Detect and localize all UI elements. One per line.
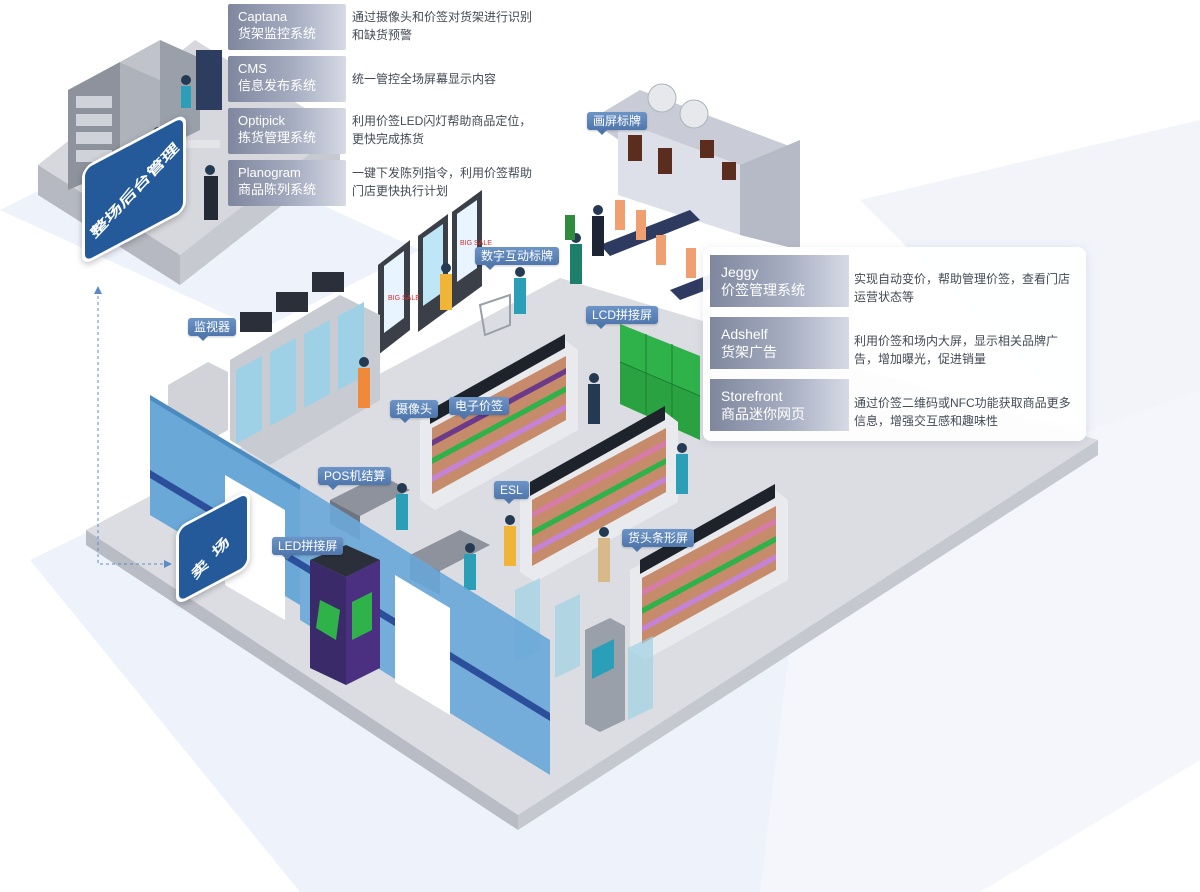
system-item-optipick: Optipick 拣货管理系统 利用价签LED闪灯帮助商品定位，更快完成拣货 (228, 108, 538, 154)
system-tag: Adshelf 货架广告 (710, 317, 849, 369)
callout-esl-short: ESL (494, 481, 529, 504)
callout-monitor: 监视器 (188, 318, 237, 341)
led-pillar-screen (310, 545, 380, 685)
system-name-cn: 商品陈列系统 (238, 182, 317, 197)
system-tag: Storefront 商品迷你网页 (710, 379, 849, 431)
system-name-cn: 商品迷你网页 (721, 406, 805, 422)
shelf-unit (630, 484, 788, 660)
system-name-en: Planogram (238, 165, 301, 180)
big-sale-sign-text: BIG SALE (388, 295, 420, 302)
shelf-unit (520, 406, 678, 582)
system-description: 实现自动变价，帮助管理价签，查看门店运营状态等 (854, 272, 1071, 304)
system-description: 利用价签和场内大屏，显示相关品牌广告，增加曝光，促进销量 (854, 334, 1059, 366)
callout-lcd-wall: LCD拼接屏 (586, 306, 659, 329)
callout-esl: 电子价签 (449, 397, 510, 420)
system-item-jeggy: Jeggy 价签管理系统 实现自动变价，帮助管理价签，查看门店运营状态等 (703, 255, 1086, 307)
system-item-adshelf: Adshelf 货架广告 利用价签和场内大屏，显示相关品牌广告，增加曝光，促进销… (703, 317, 1086, 369)
system-item-cms: CMS 信息发布系统 统一管控全场屏幕显示内容 (228, 56, 538, 102)
system-description: 通过价签二维码或NFC功能获取商品更多信息，增强交互感和趣味性 (854, 396, 1071, 428)
system-name-cn: 拣货管理系统 (238, 130, 317, 145)
system-name-cn: 信息发布系统 (238, 78, 317, 93)
system-tag: CMS 信息发布系统 (228, 56, 346, 102)
connector-line (94, 286, 172, 568)
system-description: 通过摄像头和价签对货架进行识别和缺货预警 (352, 10, 533, 42)
digital-signage-kiosks (378, 190, 526, 355)
system-name-en: Adshelf (721, 326, 768, 342)
system-item-planogram: Planogram 商品陈列系统 一键下发陈列指令，利用价签帮助门店更快执行计划 (228, 160, 538, 206)
callout-endcap: 货头条形屏 (622, 529, 695, 552)
system-description: 利用价签LED闪灯帮助商品定位，更快完成拣货 (352, 114, 532, 146)
callout-digital-sign: 数字互动标牌 (475, 247, 560, 270)
system-name-cn: 货架监控系统 (238, 26, 317, 41)
system-name-en: Optipick (238, 113, 285, 128)
system-name-en: Storefront (721, 388, 783, 404)
system-name-en: Jeggy (721, 264, 759, 280)
system-name-cn: 价签管理系统 (721, 282, 805, 298)
callout-painting-sign: 画屏标牌 (587, 112, 648, 135)
system-item-captana: Captana 货架监控系统 通过摄像头和价签对货架进行识别和缺货预警 (228, 4, 538, 50)
system-description: 统一管控全场屏幕显示内容 (352, 72, 497, 86)
system-tag: Optipick 拣货管理系统 (228, 108, 346, 154)
shelf-aisles (420, 334, 788, 660)
system-tag: Planogram 商品陈列系统 (228, 160, 346, 206)
big-sale-sign-text: BIG SALE (460, 240, 492, 247)
lcd-video-wall (619, 324, 701, 440)
system-name-en: CMS (238, 61, 267, 76)
system-tag: Jeggy 价签管理系统 (710, 255, 849, 307)
system-item-storefront: Storefront 商品迷你网页 通过价签二维码或NFC功能获取商品更多信息，… (703, 379, 1086, 431)
system-description: 一键下发陈列指令，利用价签帮助门店更快执行计划 (352, 166, 533, 198)
system-name-en: Captana (238, 9, 288, 24)
callout-camera: 摄像头 (390, 400, 439, 423)
system-tag: Captana 货架监控系统 (228, 4, 346, 50)
checkout-room (565, 83, 800, 300)
callout-pos: POS机结算 (318, 467, 392, 490)
store-floor-bubble-label: 卖场 (188, 526, 240, 583)
store-system-panel: Jeggy 价签管理系统 实现自动变价，帮助管理价签，查看门店运营状态等 Ads… (703, 247, 1086, 441)
system-name-cn: 货架广告 (721, 344, 777, 360)
callout-led-wall: LED拼接屏 (272, 537, 344, 560)
